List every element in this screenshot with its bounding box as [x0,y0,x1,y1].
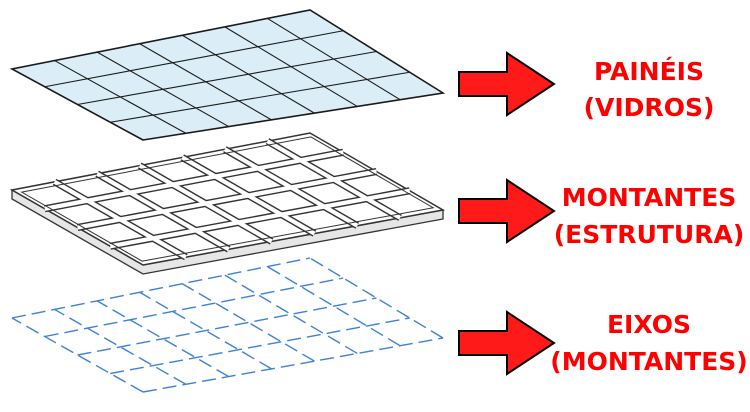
arrow-paineis [458,51,556,117]
glass-panels-layer [9,9,446,141]
glass-panels-grid [44,17,410,134]
mullion-structure-layer [9,132,446,275]
axis-layer [11,257,444,393]
grid-line [181,283,315,362]
arrow-right-icon [458,178,556,244]
label-montantes-line2: (ESTRUTURA) [554,220,745,249]
grid-line [77,297,377,356]
grid-line [267,265,401,347]
arrow-eixos [458,310,556,376]
label-paineis-line2: (VIDROS) [584,93,715,122]
arrow-right-icon [458,310,556,376]
label-paineis-line1: PAINÉIS [594,57,704,86]
grid-line [44,150,344,211]
grid-line [109,188,411,249]
grid-line [110,317,410,375]
grid-line [77,50,377,106]
grid-line [77,169,377,230]
label-eixos-line2: (MONTANTES) [550,347,747,376]
arrow-montantes [458,178,556,244]
grid-line [44,30,344,88]
axis-grid-lines [11,257,444,393]
grid-line [11,257,311,319]
arrow-right-icon [458,51,556,117]
grid-line [96,300,230,378]
label-eixos-line1: EIXOS [607,310,691,339]
glass-panels-face [9,9,446,141]
structure-mullion-grid [20,136,435,262]
grid-line [54,308,187,385]
grid-line [139,291,272,370]
grid-line [44,277,344,338]
grid-line [11,317,144,393]
grid-line [110,71,410,123]
grid-line [142,337,444,393]
grid-line [224,274,358,355]
label-montantes-line1: MONTANTES [562,183,737,212]
structure-inner-frame [20,136,435,262]
grid-line [309,257,444,339]
